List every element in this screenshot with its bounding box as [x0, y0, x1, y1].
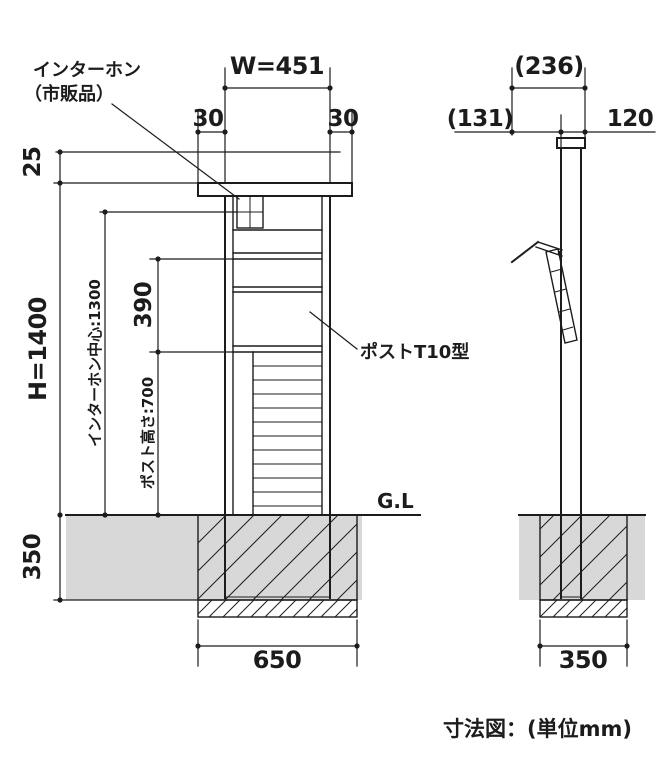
drawing-caption: 寸法図：(単位mm) [443, 717, 632, 741]
dim-total-depth-label: (236) [514, 52, 584, 80]
dim-footing-front-label: 650 [253, 646, 302, 674]
labels: インターホン （市販品） W=451 30 30 25 H=1400 インターホ… [20, 52, 654, 741]
mailbox-front [232, 229, 323, 353]
dimensions-front [53, 67, 360, 667]
foundation-front [65, 514, 421, 618]
gravel-layer-front [197, 599, 358, 618]
dim-post-box-height-label: 390 [131, 282, 157, 329]
footing-hatch-front [197, 514, 358, 601]
louver-slats [252, 351, 322, 516]
post-cap [197, 182, 353, 197]
dim-cap-label: 25 [20, 146, 46, 177]
intercom-label-line2: （市販品） [24, 83, 114, 105]
dimensions-side [454, 67, 656, 667]
post-model-label: ポストT10型 [360, 341, 469, 363]
dim-height-label: H=1400 [24, 297, 52, 401]
dim-embed-depth-label: 350 [20, 534, 46, 581]
dim-offset-left-label: 30 [192, 106, 223, 132]
soil-fill-front [66, 515, 362, 600]
intercom-label-line1: インターホン [33, 60, 141, 81]
gravel-hatch-front [197, 599, 358, 618]
dim-post-height-label: ポスト高さ:700 [139, 377, 157, 489]
bracket-pivot [557, 250, 563, 256]
post-unit-side [510, 137, 586, 599]
dim-pole-depth-label: 120 [607, 106, 654, 132]
gravel-hatch-side [539, 599, 628, 618]
side-view [510, 137, 646, 618]
front-view [65, 182, 421, 618]
ground-level-label: G.L [377, 489, 414, 513]
dim-intercom-center-label: インターホン中心:1300 [86, 279, 104, 447]
post-unit-front [197, 182, 353, 599]
intercom-box [236, 195, 264, 229]
intercom-leader-line [111, 103, 240, 200]
dim-width-label: W=451 [230, 52, 324, 80]
post-side-profile [510, 240, 578, 344]
dim-footing-side-label: 350 [559, 646, 608, 674]
post-leader-line [309, 311, 358, 350]
dim-front-depth-label: (131) [447, 106, 514, 132]
dim-offset-right-label: 30 [327, 106, 358, 132]
